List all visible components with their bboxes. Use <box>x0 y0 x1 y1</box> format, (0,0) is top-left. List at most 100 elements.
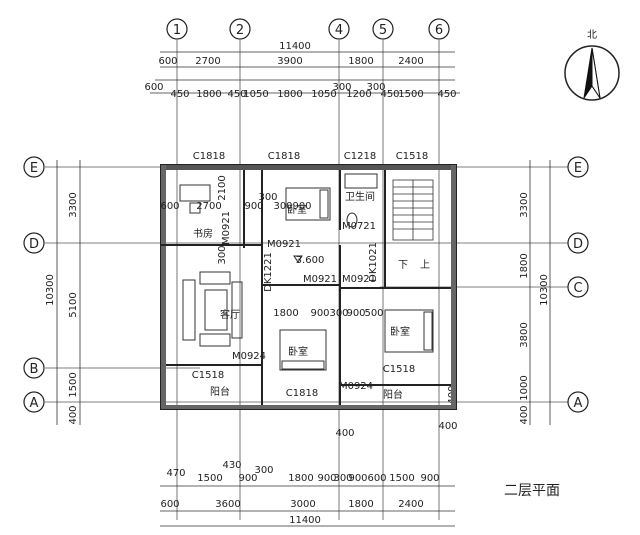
dim-left-3: 400 <box>68 405 79 424</box>
room-study: 书房 <box>193 227 213 240</box>
dim-right-total: 10300 <box>539 274 550 306</box>
dim-bot-r1-10: 1500 <box>389 473 414 484</box>
inner-dim-900a: 900 <box>244 201 263 212</box>
axis-label-1: 1 <box>173 23 181 38</box>
dim-bot-r1-4: 300 <box>254 465 273 476</box>
room-wc: 卫生间 <box>345 190 375 203</box>
dim-left-0: 3300 <box>68 192 79 217</box>
dim-top-r2-7: 300 <box>332 82 351 93</box>
axis-label-b-left: B <box>30 362 39 377</box>
dim-top-r2-5: 1800 <box>277 89 302 100</box>
dim-bot-r1-11: 900 <box>420 473 439 484</box>
axis-label-d-left: D <box>29 237 39 252</box>
left-dimension-lines <box>56 160 81 425</box>
dim-bot-r1-1: 430 <box>222 460 241 471</box>
inner-dim-2100: 2100 <box>217 175 228 200</box>
axis-label-5: 5 <box>379 23 387 38</box>
inner-dim-2700: 2700 <box>196 201 221 212</box>
floor-level: 3.600 <box>296 255 325 266</box>
dim-top-r1-2: 3900 <box>277 56 302 67</box>
door-m0924-b: M0924 <box>339 381 373 392</box>
right-dimension-lines <box>529 160 551 425</box>
room-bedroom-s: 卧室 <box>288 345 308 358</box>
dim-top-r2-6: 1050 <box>311 89 336 100</box>
dim-top-r1-4: 2400 <box>398 56 423 67</box>
dim-top-r2-8: 1200 <box>346 89 371 100</box>
inner-dim-900d: 900 <box>346 308 365 319</box>
axis-bubble-4 <box>328 18 350 40</box>
room-living: 客厅 <box>220 308 240 321</box>
staircase <box>392 179 434 241</box>
inner-dim-600: 600 <box>160 201 179 212</box>
dim-right-4: 400 <box>519 405 530 424</box>
window-c1818-s: C1818 <box>286 388 318 399</box>
dim-top-r2-9: 300 <box>366 82 385 93</box>
dim-top-r1-1: 2700 <box>195 56 220 67</box>
dim-bot-r1-2: 1500 <box>197 473 222 484</box>
axis-bubble-2 <box>229 18 251 40</box>
dim-bot-400b: 400 <box>438 421 457 432</box>
door-dk1221: DK1221 <box>263 252 274 292</box>
dim-bot-r2-4: 2400 <box>398 499 423 510</box>
dim-left-total: 10300 <box>45 274 56 306</box>
dim-bot-total: 11400 <box>289 515 321 526</box>
door-m0921-d: M0921 <box>221 211 232 245</box>
axis-label-d-right: D <box>573 237 583 252</box>
room-bedroom-ne: 卧室 <box>287 203 307 216</box>
dim-bot-r1-7: 300 <box>333 473 352 484</box>
room-balcony-w: 阳台 <box>210 385 230 398</box>
dim-bot-r2-2: 3000 <box>290 499 315 510</box>
dim-bot-r2-1: 3600 <box>215 499 240 510</box>
door-m0921-c: M0921 <box>342 274 376 285</box>
dim-left-1: 5100 <box>68 292 79 317</box>
axis-label-6: 6 <box>435 23 443 38</box>
inner-dim-300c: 300 <box>329 308 348 319</box>
dim-top-r1-0: 600 <box>158 56 177 67</box>
level-marker-icon <box>293 255 303 263</box>
dim-bot-r2-3: 1800 <box>348 499 373 510</box>
dim-top-r2-11: 1500 <box>398 89 423 100</box>
door-m0921-a: M0921 <box>267 239 301 250</box>
dim-top-r1-3: 1800 <box>348 56 373 67</box>
dim-bot-r1-9: 600 <box>367 473 386 484</box>
inner-dim-300d: 300 <box>217 245 228 264</box>
dim-bot-r1-0: 470 <box>166 468 185 479</box>
dim-top-r2-4: 1050 <box>243 89 268 100</box>
building-walls <box>160 164 457 410</box>
north-label: 北 <box>587 29 597 41</box>
bottom-dimension-lines <box>160 485 455 527</box>
dim-top-r2-0: 600 <box>144 82 163 93</box>
dim-top-r2-2: 1800 <box>196 89 221 100</box>
door-m0921-b: M0921 <box>303 274 337 285</box>
dim-right-1: 1800 <box>519 253 530 278</box>
axis-label-a-left: A <box>30 396 39 411</box>
stair-up-label: 上 <box>420 259 430 271</box>
top-dimension-lines <box>150 51 460 94</box>
inner-dim-900b: 900 <box>292 201 311 212</box>
dim-bot-r1-8: 900 <box>348 473 367 484</box>
window-c1218: C1218 <box>344 151 376 162</box>
dim-top-total: 11400 <box>279 41 311 52</box>
dim-bot-r1-3: 900 <box>238 473 257 484</box>
axis-bubbles-side <box>23 156 589 413</box>
room-balcony-s: 阳台 <box>383 388 403 401</box>
inner-dim-1800: 1800 <box>273 308 298 319</box>
page-title: 二层平面 <box>504 483 560 499</box>
bed-e <box>384 309 434 353</box>
dim-right-2: 3800 <box>519 322 530 347</box>
axis-label-c-right: C <box>573 281 582 296</box>
dim-right-0: 3300 <box>519 192 530 217</box>
dim-top-r2-3: 450 <box>227 89 246 100</box>
window-c1518-e: C1518 <box>383 364 415 375</box>
axis-label-2: 2 <box>236 23 244 38</box>
axis-bubble-5 <box>372 18 394 40</box>
axis-label-4: 4 <box>335 23 343 38</box>
dim-top-r2-10: 450 <box>380 89 399 100</box>
stair-down-label: 下 <box>398 260 408 271</box>
axis-bubble-6 <box>428 18 450 40</box>
dim-bot-r2-0: 600 <box>160 499 179 510</box>
dim-bot-400a: 400 <box>335 428 354 439</box>
window-c1518-top: C1518 <box>396 151 428 162</box>
door-m0721: M0721 <box>342 221 376 232</box>
